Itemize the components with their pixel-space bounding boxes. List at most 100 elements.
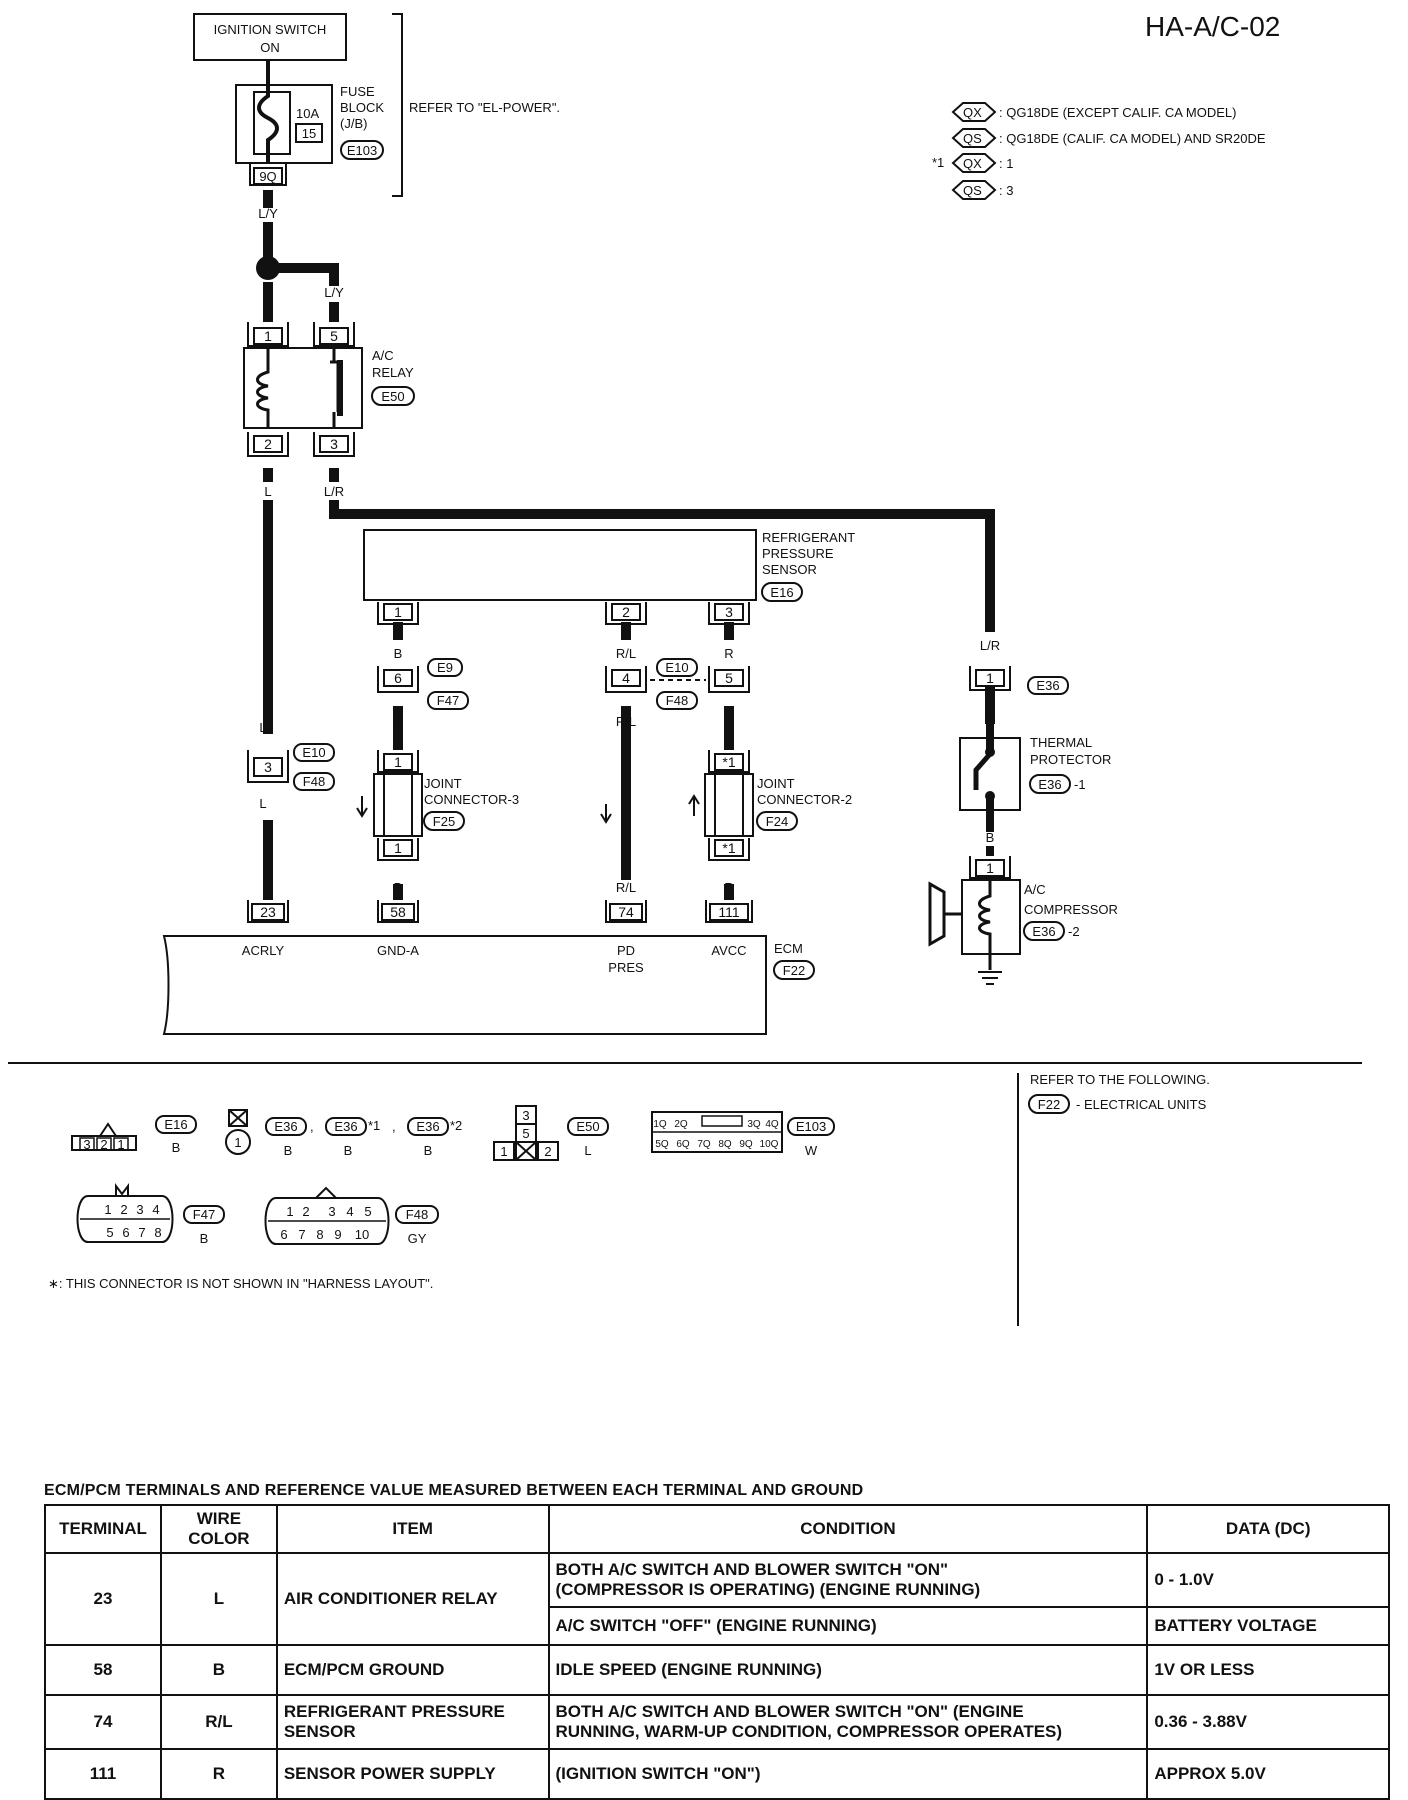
relay-name: A/C [372, 348, 394, 363]
legend-text: : QG18DE (EXCEPT CALIF. CA MODEL) [999, 105, 1236, 120]
connector-pin: 2Q [674, 1119, 688, 1130]
ground-icon [978, 971, 1002, 985]
connector-pin: 3 [522, 1108, 529, 1123]
connector-tag: E36 [416, 1119, 439, 1134]
relay-pin: 5 [330, 328, 338, 344]
connector-color: B [172, 1140, 181, 1155]
joint-pin: *1 [722, 754, 735, 770]
connector-view-e50: 3 5 1 2 E50 L [493, 1105, 609, 1161]
connector-tag: F48 [406, 1207, 428, 1222]
fuse-icon [257, 60, 279, 163]
ecm-connector: F22 [783, 963, 805, 978]
joint-connector-2: *1 *1 JOINT CONNECTOR-2 F24 [688, 750, 852, 861]
inline-connector-tag: F48 [666, 693, 688, 708]
condition-cell: (IGNITION SWITCH "ON") [547, 1748, 1149, 1800]
terminal-cell: 111 [44, 1748, 162, 1800]
inline-pin: 5 [725, 670, 733, 686]
relay-pin: 2 [264, 436, 272, 452]
refer-bracket [392, 13, 403, 197]
connector-color: B [284, 1143, 293, 1158]
legend-tag: QS [963, 131, 982, 146]
connector-pin: 9Q [739, 1139, 753, 1150]
fuse-pin: 9Q [259, 169, 276, 184]
wire-color: R [724, 880, 733, 895]
connector-color: B [200, 1231, 209, 1246]
connector-pin: 7 [298, 1227, 305, 1242]
connector-color: W [805, 1143, 818, 1158]
joint-connector-tag: F24 [766, 814, 788, 829]
wire-labels: L/Y L/Y L L/R L/R B B B R/L R/L R/L R R … [258, 206, 1000, 895]
connector-pin: 6Q [676, 1139, 690, 1150]
legend-text: : 3 [999, 183, 1013, 198]
connector-pin: 1 [117, 1137, 124, 1152]
ecm-terminal-name: PD [617, 943, 635, 958]
connector-pin: 6 [122, 1225, 129, 1240]
sensor-name: SENSOR [762, 562, 817, 577]
terminal-cell: 58 [44, 1644, 162, 1696]
thermal-connector: E36 [1038, 777, 1061, 792]
condition-cell: A/C SWITCH "OFF" (ENGINE RUNNING) [547, 1606, 1149, 1646]
connector-pin: 10 [355, 1227, 369, 1242]
refer-following-connector: F22 [1038, 1097, 1060, 1112]
fuse-label: (J/B) [340, 116, 367, 131]
connector-pin: 1 [500, 1144, 507, 1159]
wire-color: L/Y [258, 206, 278, 221]
inline-connector-tag: F48 [303, 774, 325, 789]
wire-color-cell: R [159, 1748, 278, 1800]
inline-pin: 4 [622, 670, 630, 686]
relay-pin: 1 [264, 328, 272, 344]
arrow-down-icon [600, 804, 612, 824]
item-cell: SENSOR POWER SUPPLY [275, 1748, 550, 1800]
table-title: ECM/PCM TERMINALS AND REFERENCE VALUE ME… [44, 1482, 864, 1499]
connector-pin: 5 [522, 1126, 529, 1141]
table-row: 58 B ECM/PCM GROUND IDLE SPEED (ENGINE R… [44, 1644, 1390, 1696]
fuse-connector: E103 [347, 143, 377, 158]
connector-tag: F47 [193, 1207, 215, 1222]
relay-name: RELAY [372, 365, 414, 380]
table-row: A/C SWITCH "OFF" (ENGINE RUNNING) BATTER… [45, 1606, 1390, 1646]
refer-following-text: - ELECTRICAL UNITS [1076, 1097, 1207, 1112]
connector-separator: , [310, 1119, 314, 1134]
relay-coil-icon [256, 348, 270, 428]
arrow-down-icon [356, 796, 368, 818]
ecm-terminal-name: ACRLY [242, 943, 285, 958]
wire-color: L [259, 796, 266, 811]
inline-connector-tag: F47 [437, 693, 459, 708]
wire-color: R/L [616, 646, 636, 661]
compressor-suffix: -2 [1068, 924, 1080, 939]
inline-connector-e9-f47: 6 E9 F47 [377, 658, 469, 710]
wire-color-cell: L [159, 1552, 278, 1646]
ac-relay: 1 5 2 3 A/C RELAY E50 [243, 322, 415, 457]
connector-pin: 1 [234, 1135, 241, 1150]
thermal-protector: THERMAL PROTECTOR E36 -1 [959, 724, 1111, 832]
sensor-connector: E16 [770, 585, 793, 600]
page-id: HA-A/C-02 [1145, 11, 1280, 42]
connector-mark: *1 [368, 1118, 380, 1133]
connector-color: L [584, 1143, 591, 1158]
thermal-switch-icon [973, 752, 992, 790]
connector-pin: 3 [136, 1202, 143, 1217]
joint-pin: *1 [722, 840, 735, 856]
condition-cell: BOTH A/C SWITCH AND BLOWER SWITCH "ON" (… [547, 1552, 1149, 1608]
connector-pin: 5 [364, 1204, 371, 1219]
connector-tag: E36 [334, 1119, 357, 1134]
relay-connector: E50 [381, 389, 404, 404]
ecm-pin: 74 [618, 904, 634, 920]
connector-pin: 2 [302, 1204, 309, 1219]
connector-pin: 4 [346, 1204, 353, 1219]
sensor-name: PRESSURE [762, 546, 834, 561]
connector-pin: 2 [120, 1202, 127, 1217]
data-cell: BATTERY VOLTAGE [1146, 1606, 1390, 1646]
table-row: 74 R/L REFRIGERANT PRESSURE SENSOR BOTH … [44, 1694, 1390, 1750]
inline-pin: 6 [394, 670, 402, 686]
legend-row-qs: QS : QG18DE (CALIF. CA MODEL) AND SR20DE [951, 128, 1266, 148]
footnote: ∗: THIS CONNECTOR IS NOT SHOWN IN "HARNE… [48, 1276, 433, 1291]
wire-color: R [724, 646, 733, 661]
ecm-terminal-name: GND-A [377, 943, 419, 958]
data-cell: 0 - 1.0V [1146, 1552, 1390, 1608]
wire-color: L [264, 484, 271, 499]
connector-separator: , [392, 1119, 396, 1134]
connector-pin: 2 [100, 1137, 107, 1152]
connector-mark: *2 [450, 1118, 462, 1133]
splice-dot [256, 256, 280, 280]
